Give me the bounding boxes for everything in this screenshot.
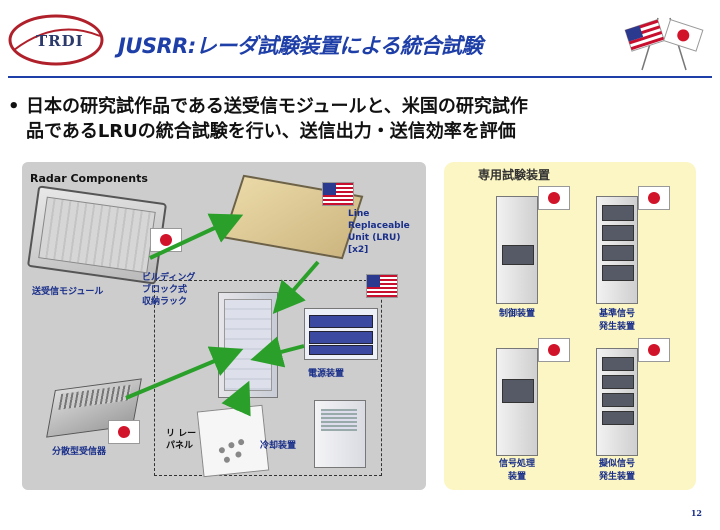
japan-flag-icon: [538, 338, 570, 362]
summary-bullet: • 日本の研究試作品である送受信モジュールと、米国の研究試作 品であるLRUの統…: [8, 94, 686, 144]
logo-swoosh-icon: [8, 14, 104, 66]
page-title: JUSRR:レーダ試験装置による統合試験: [118, 34, 483, 58]
receiver-label: 分散型受信器: [52, 447, 107, 457]
title-divider: [8, 76, 712, 78]
chiller-image: [314, 400, 366, 468]
equipment-label-3: 信号処理 装置: [498, 459, 535, 482]
japan-flag-icon: [638, 338, 670, 362]
power-supply-image: [304, 308, 378, 360]
japan-flag-icon: [108, 420, 140, 444]
japan-flag-icon: [638, 186, 670, 210]
equipment-label-1: 制御装置: [498, 309, 535, 319]
power-supply-label: 電源装置: [308, 369, 345, 379]
dedicated-test-equipment-panel: 専用試験装置 制御装置 基準信号 発生装置 信号処理 装置 擬似信号 発生装置: [444, 162, 696, 490]
trm-label: 送受信モジュール: [32, 287, 104, 297]
trdi-logo: TRDI: [6, 10, 104, 70]
crossed-flags-icon: [624, 17, 704, 71]
bullet-line-1: 日本の研究試作品である送受信モジュールと、米国の研究試作: [26, 96, 528, 117]
japan-flag-icon: [150, 228, 182, 252]
chiller-label: 冷却装置: [260, 441, 297, 451]
japan-flag-icon: [538, 186, 570, 210]
rack-image: [218, 292, 278, 398]
bullet-line-2: 品であるLRUの統合試験を行い、送信出力・送信効率を評価: [26, 121, 516, 142]
radar-components-panel: Radar Components 送受信モジュール Line Replaceab…: [22, 162, 426, 490]
relay-panel-label: リ レー パネル: [166, 429, 197, 451]
simulated-signal-generator-image: [596, 348, 638, 456]
signal-processing-unit-image: [496, 348, 538, 456]
trm-module-image: [26, 185, 168, 285]
bullet-marker: •: [8, 96, 20, 117]
radar-components-title: Radar Components: [30, 172, 148, 185]
reference-signal-generator-image: [596, 196, 638, 304]
lru-label: Line Replaceable Unit (LRU) [x2]: [348, 209, 410, 255]
dedicated-test-equipment-title: 専用試験装置: [478, 168, 551, 182]
us-flag-icon: [322, 182, 354, 206]
equipment-label-4: 擬似信号 発生装置: [598, 459, 635, 482]
page-number: 12: [690, 508, 702, 518]
us-flag-icon: [366, 274, 398, 298]
control-unit-image: [496, 196, 538, 304]
rack-label: ビルディング ブロック式 収納ラック: [142, 273, 196, 307]
relay-panel-image: [196, 404, 270, 478]
equipment-label-2: 基準信号 発生装置: [598, 309, 635, 332]
logo-text: TRDI: [36, 32, 84, 50]
